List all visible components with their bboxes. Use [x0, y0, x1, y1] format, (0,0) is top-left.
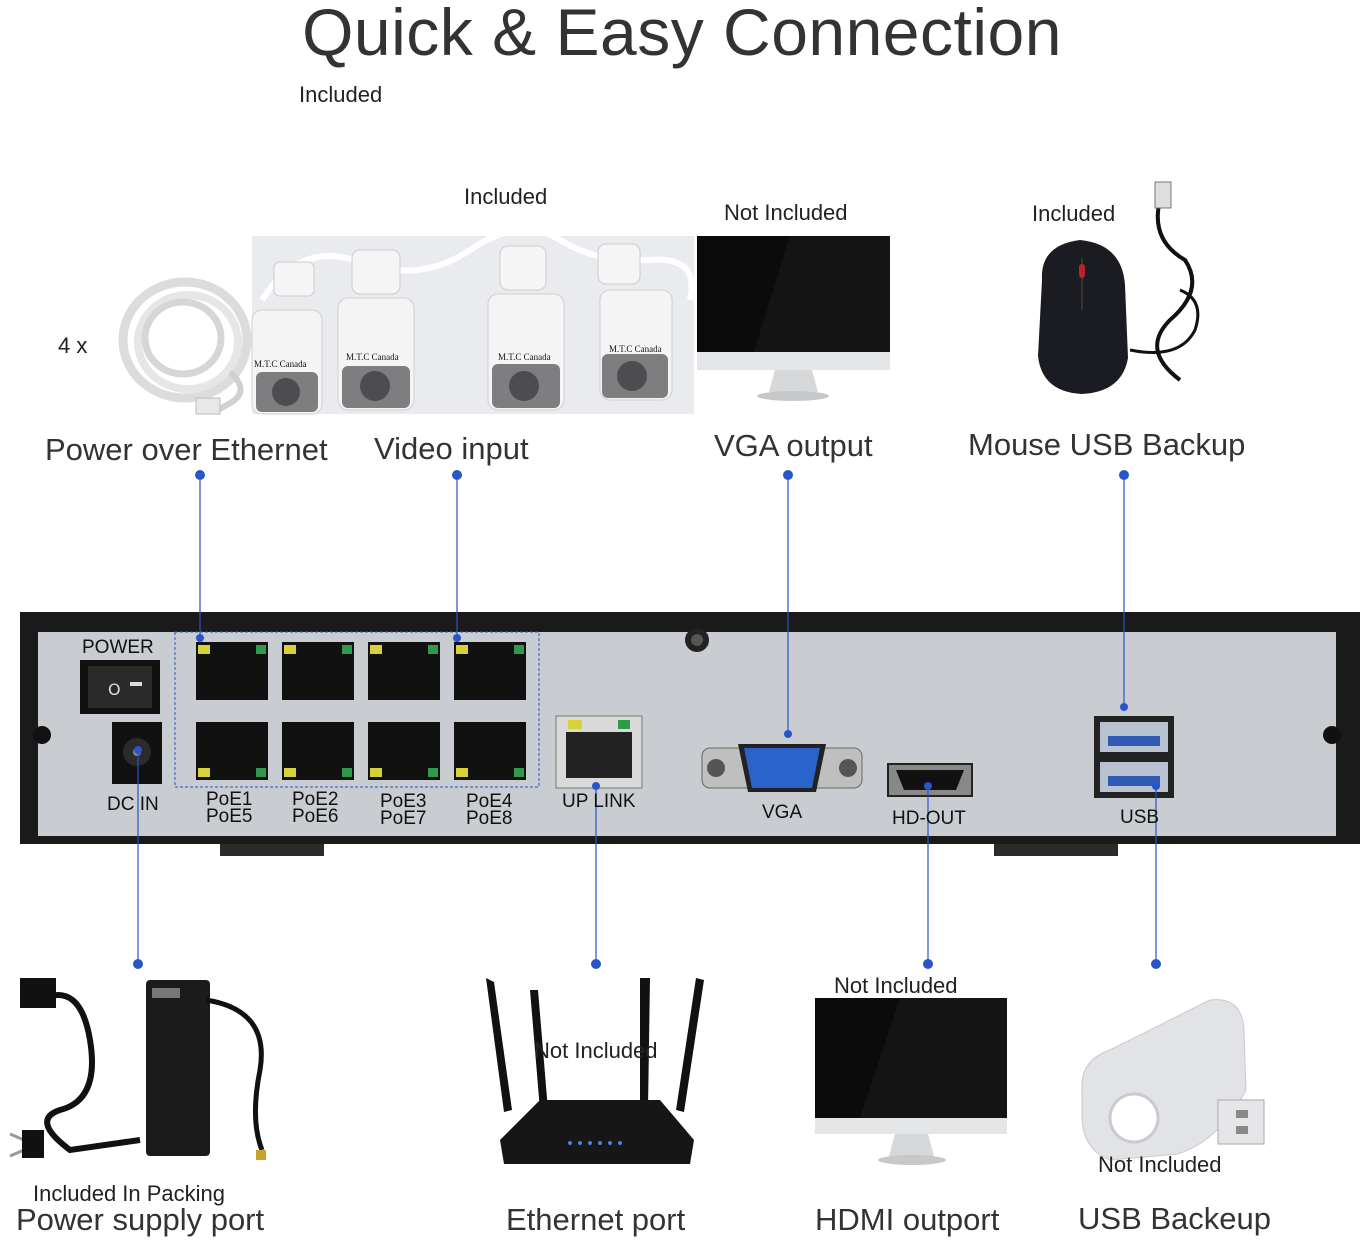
- connector-lines: [137, 475, 1157, 964]
- camera-1-icon: [251, 261, 323, 415]
- poe-ports-frame: [174, 631, 540, 788]
- page-title: Quick & Easy Connection: [302, 0, 1062, 69]
- svg-text:O: O: [108, 680, 121, 699]
- vga-monitor-icon: [697, 236, 890, 401]
- router-not-included-label: Not Included: [534, 1038, 658, 1063]
- dc-jack-icon: [112, 722, 162, 784]
- poe-label-col4: PoE4 PoE8: [466, 791, 513, 829]
- vga-not-included-label: Not Included: [724, 200, 848, 225]
- camera-brand-label-4: M.T.C Canada: [609, 344, 662, 354]
- power-supply-port-label: Power supply port: [16, 1202, 265, 1237]
- psu-included-label: Included In Packing: [33, 1181, 226, 1206]
- camera-brand-label-3: M.T.C Canada: [498, 352, 551, 362]
- power-switch-icon: O: [80, 660, 160, 714]
- camera-3-icon: [487, 245, 565, 411]
- camera-2-icon: [337, 249, 415, 411]
- feature-poe-label: Power over Ethernet: [45, 432, 328, 467]
- dc-in-label: DC IN: [107, 794, 159, 815]
- poe6-label: PoE6: [292, 806, 339, 827]
- poe2-label: PoE2: [292, 789, 339, 810]
- included-header: Included: [299, 82, 383, 107]
- vga-port-label: VGA: [762, 802, 803, 823]
- feature-mouse-usb-label: Mouse USB Backup: [968, 427, 1246, 462]
- hdmi-port-icon: [887, 763, 973, 797]
- hdmi-not-included-label: Not Included: [834, 973, 958, 998]
- router-icon: [486, 978, 704, 1164]
- cameras-included-label: Included: [464, 184, 548, 209]
- mouse-included-label: Included: [1032, 201, 1116, 226]
- camera-4-icon: [597, 243, 673, 401]
- uplink-label: UP LINK: [562, 791, 636, 812]
- poe8-label: PoE8: [466, 808, 513, 829]
- poe-label-col3: PoE3 PoE7: [380, 791, 427, 829]
- hdmi-outport-label: HDMI outport: [815, 1202, 1000, 1237]
- hdmi-monitor-icon: [815, 998, 1007, 1165]
- power-label: POWER: [82, 637, 154, 658]
- connector-dots: [133, 470, 1161, 969]
- poe1-label: PoE1: [206, 789, 253, 810]
- usb-drive-icon: [1081, 999, 1265, 1161]
- camera-brand-label-1: M.T.C Canada: [254, 359, 307, 369]
- ethernet-cable-icon: [118, 277, 252, 415]
- poe3-label: PoE3: [380, 791, 427, 812]
- vga-port-icon: [701, 744, 863, 792]
- quantity-label: 4 x: [58, 333, 88, 358]
- poe7-label: PoE7: [380, 808, 427, 829]
- power-adapter-icon: [9, 978, 266, 1160]
- mouse-icon: [1038, 181, 1200, 394]
- camera-brand-label-2: M.T.C Canada: [346, 352, 399, 362]
- port-leds-icon: [198, 645, 524, 777]
- nvr-rear-panel: O: [20, 612, 1360, 856]
- poe-label-col2: PoE2 PoE6: [292, 789, 339, 827]
- ethernet-port-label: Ethernet port: [506, 1202, 686, 1237]
- usb-not-included-label: Not Included: [1098, 1152, 1222, 1177]
- usb-port-label: USB: [1120, 807, 1160, 828]
- poe5-label: PoE5: [206, 806, 253, 827]
- feature-video-input-label: Video input: [374, 431, 529, 466]
- feature-vga-output-label: VGA output: [714, 428, 873, 463]
- poe-label-col1: PoE1 PoE5: [206, 789, 253, 827]
- usb-backup-label: USB Backeup: [1078, 1201, 1271, 1236]
- usb-ports-icon: [1094, 716, 1174, 798]
- cameras-photo: [251, 227, 695, 415]
- uplink-port-icon: [555, 715, 643, 789]
- hdout-label: HD-OUT: [892, 808, 966, 829]
- poe4-label: PoE4: [466, 791, 513, 812]
